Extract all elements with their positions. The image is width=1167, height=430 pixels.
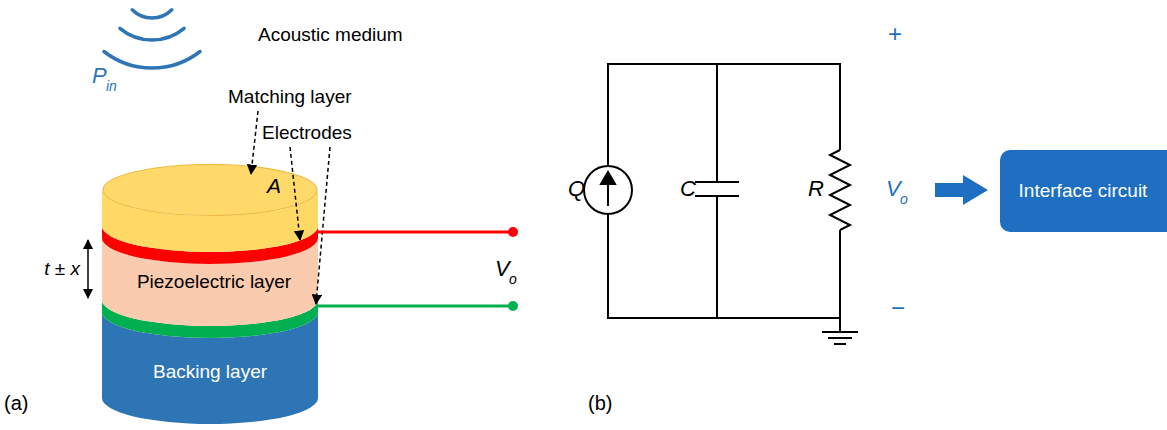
node-text: Backing layer bbox=[153, 361, 267, 383]
node-text: A bbox=[267, 174, 281, 198]
wire bbox=[318, 305, 509, 308]
label-holder: t ± x bbox=[44, 258, 80, 280]
circuit bbox=[584, 64, 858, 344]
text-label: − bbox=[891, 294, 905, 322]
text-label: Electrodes bbox=[262, 122, 352, 144]
label-holder: Matching layer bbox=[228, 86, 352, 108]
layer-shape bbox=[102, 164, 318, 264]
leader-line bbox=[290, 147, 300, 240]
block-arrow bbox=[935, 175, 988, 205]
label-holder: V bbox=[886, 176, 901, 201]
wire bbox=[608, 64, 840, 166]
text-label: Acoustic medium bbox=[258, 24, 403, 46]
interface-box: Interface circuit bbox=[1000, 150, 1167, 232]
label-holder: − bbox=[891, 294, 905, 322]
current-arrow bbox=[607, 182, 609, 206]
leader-line bbox=[316, 147, 330, 304]
resistor-symbol bbox=[830, 150, 850, 230]
text-label: Q bbox=[568, 176, 585, 201]
sound-waves bbox=[104, 10, 200, 68]
node-text: Interface circuit bbox=[1019, 180, 1148, 202]
label-holder: P bbox=[92, 63, 107, 88]
terminal-dot bbox=[508, 301, 518, 311]
label-holder: R bbox=[808, 176, 824, 201]
text-label: C bbox=[680, 176, 696, 201]
label-holder: Electrodes bbox=[262, 122, 352, 144]
label-holder: (a) bbox=[4, 392, 28, 415]
label-holder: V bbox=[495, 256, 510, 281]
leader-line bbox=[251, 111, 258, 174]
matching-layer: A bbox=[102, 164, 318, 264]
wire bbox=[318, 231, 509, 234]
text-label: in bbox=[106, 78, 117, 94]
text-label: + bbox=[888, 20, 902, 48]
node-text: Piezoelectric layer bbox=[137, 271, 291, 293]
layer-top bbox=[103, 165, 317, 216]
label-holder: C bbox=[680, 176, 696, 201]
current-arrow-head bbox=[601, 172, 615, 184]
text-label: t ± x bbox=[44, 258, 80, 280]
wave-arc bbox=[120, 28, 184, 40]
text-label: V bbox=[495, 256, 510, 281]
label-holder: (b) bbox=[588, 392, 612, 415]
dimension-arrow bbox=[87, 240, 89, 298]
terminal-dot bbox=[508, 227, 518, 237]
label-holder: Q bbox=[568, 176, 585, 201]
ground-symbol bbox=[822, 318, 858, 344]
text-label: o bbox=[509, 271, 517, 287]
wave-arc bbox=[132, 10, 172, 18]
wave-arc bbox=[104, 52, 200, 69]
text-label: P bbox=[92, 63, 107, 88]
current-source-symbol bbox=[584, 166, 632, 214]
text-label: (b) bbox=[588, 392, 612, 415]
label-holder: o bbox=[900, 191, 908, 207]
label-holder: Acoustic medium bbox=[258, 24, 403, 46]
label-holder: in bbox=[106, 78, 117, 94]
text-label: R bbox=[808, 176, 824, 201]
label-holder: o bbox=[509, 271, 517, 287]
capacitor-symbol bbox=[695, 64, 739, 318]
wire bbox=[608, 214, 840, 318]
text-label: V bbox=[886, 176, 901, 201]
label-holder: + bbox=[888, 20, 902, 48]
text-label: (a) bbox=[4, 392, 28, 415]
text-label: o bbox=[900, 191, 908, 207]
text-label: Matching layer bbox=[228, 86, 352, 108]
